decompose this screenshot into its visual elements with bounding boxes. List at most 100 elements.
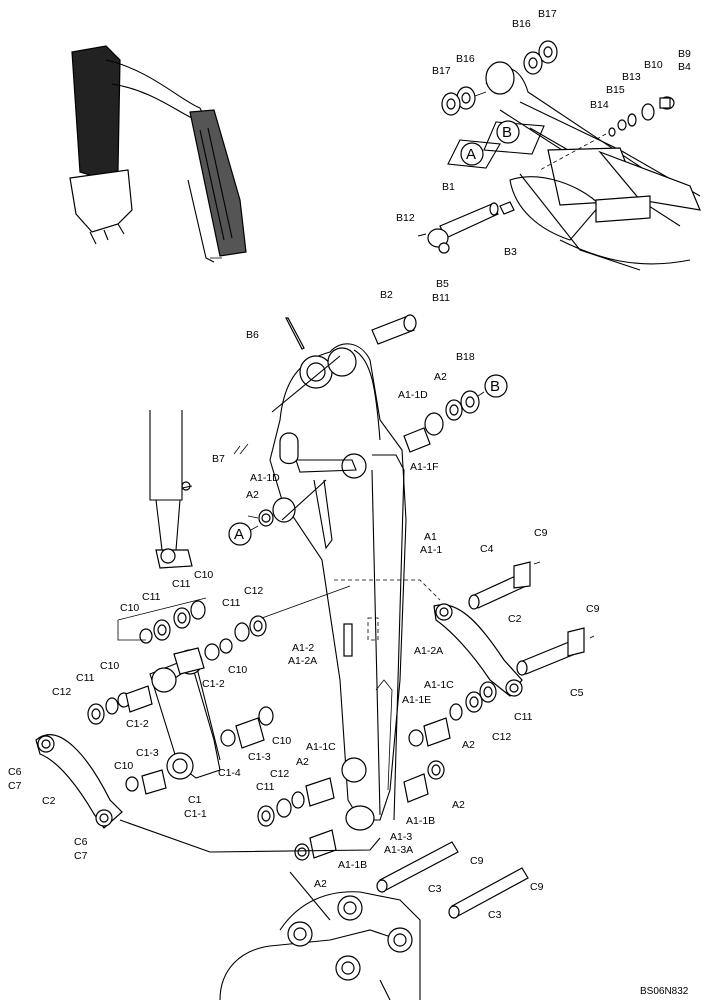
- label-C12: C12: [244, 585, 263, 597]
- label-A2: A2: [434, 371, 447, 383]
- label-C3: C3: [428, 883, 442, 895]
- label-B17: B17: [538, 8, 557, 20]
- label-A1-1C: A1-1C: [424, 679, 454, 691]
- label-B4: B4: [678, 61, 691, 73]
- link-C2-right: [433, 603, 523, 697]
- drawing-code: BS06N832: [640, 986, 689, 997]
- label-C11: C11: [514, 711, 533, 723]
- label-C6: C6: [74, 836, 88, 848]
- label-C1-1: C1-1: [184, 808, 207, 820]
- label-B1: B1: [442, 181, 455, 193]
- label-B16: B16: [456, 53, 475, 65]
- bucket-linkage-bottom: [219, 891, 421, 1000]
- arm-A1: [269, 343, 407, 831]
- label-A1-2A: A1-2A: [288, 655, 317, 667]
- label-C1-4: C1-4: [218, 767, 241, 779]
- callout-A-top: A: [466, 146, 476, 163]
- label-C2: C2: [42, 795, 56, 807]
- label-A2: A2: [296, 756, 309, 768]
- label-A1-1C: A1-1C: [306, 741, 336, 753]
- label-C10: C10: [228, 664, 247, 676]
- bushing-ring: [485, 61, 515, 95]
- label-B9: B9: [678, 48, 691, 60]
- label-C10: C10: [194, 569, 213, 581]
- label-C10: C10: [272, 735, 291, 747]
- pins-C4-C5: [468, 561, 595, 676]
- label-B7: B7: [212, 453, 225, 465]
- label-C2: C2: [508, 613, 522, 625]
- label-B2: B2: [380, 289, 393, 301]
- boom-end-assembly: [485, 61, 701, 271]
- label-C12: C12: [492, 731, 511, 743]
- label-C10: C10: [120, 602, 139, 614]
- arm-bushings: [233, 314, 480, 527]
- label-A2: A2: [314, 878, 327, 890]
- callout-markers-arm: B A: [228, 374, 508, 546]
- label-A1-1B: A1-1B: [338, 859, 367, 871]
- callout-B-right: B: [490, 378, 500, 395]
- label-C12: C12: [52, 686, 71, 698]
- label-B5: B5: [436, 278, 449, 290]
- label-C1-3: C1-3: [248, 751, 271, 763]
- label-A1-1F: A1-1F: [410, 461, 439, 473]
- label-C11: C11: [172, 578, 191, 590]
- label-C1-3: C1-3: [136, 747, 159, 759]
- label-B16: B16: [512, 18, 531, 30]
- link-C2-left: [35, 734, 123, 829]
- label-B12: B12: [396, 212, 415, 224]
- label-B15: B15: [606, 84, 625, 96]
- label-C11: C11: [76, 672, 95, 684]
- label-C10: C10: [100, 660, 119, 672]
- label-A1-1D: A1-1D: [250, 472, 280, 484]
- label-A1-2A: A1-2A: [414, 645, 443, 657]
- pins-C3: [376, 841, 529, 919]
- label-C1-2: C1-2: [126, 718, 149, 730]
- label-A2: A2: [452, 799, 465, 811]
- label-C6: C6: [8, 766, 22, 778]
- pin-B1: [417, 201, 515, 254]
- label-C1: C1: [188, 794, 202, 806]
- label-A1: A1: [424, 531, 437, 543]
- label-C7: C7: [8, 780, 22, 792]
- label-C7: C7: [74, 850, 88, 862]
- label-A2: A2: [246, 489, 259, 501]
- label-C10: C10: [114, 760, 133, 772]
- label-B10: B10: [644, 59, 663, 71]
- label-B13: B13: [622, 71, 641, 83]
- label-A1-3: A1-3: [390, 831, 412, 843]
- c-series-washers: [87, 600, 335, 827]
- label-C9: C9: [530, 881, 544, 893]
- upper-washers: [441, 40, 675, 171]
- label-A1-1: A1-1: [420, 544, 442, 556]
- part-labels: B17 B16 B17 B16 B9 B4 B10 B13 B15 B14 B1…: [8, 8, 691, 921]
- label-C11: C11: [142, 591, 161, 603]
- label-B14: B14: [590, 99, 609, 111]
- leader-lines: [117, 579, 441, 921]
- label-B17: B17: [432, 65, 451, 77]
- label-A1-1D: A1-1D: [398, 389, 428, 401]
- excavator-overview-figure: [69, 45, 247, 263]
- label-C9: C9: [586, 603, 600, 615]
- label-A1-1B: A1-1B: [406, 815, 435, 827]
- label-C5: C5: [570, 687, 584, 699]
- label-C3: C3: [488, 909, 502, 921]
- label-B3: B3: [504, 246, 517, 258]
- callout-markers-top: A B: [447, 120, 545, 169]
- callout-B-top: B: [502, 124, 512, 141]
- label-A1-1E: A1-1E: [402, 694, 431, 706]
- label-C12: C12: [270, 768, 289, 780]
- label-C9: C9: [534, 527, 548, 539]
- label-A2: A2: [462, 739, 475, 751]
- label-C11: C11: [222, 597, 241, 609]
- label-C1-2: C1-2: [202, 678, 225, 690]
- bucket-cylinder: [149, 410, 193, 569]
- label-C11: C11: [256, 781, 275, 793]
- label-B18: B18: [456, 351, 475, 363]
- callout-A-left: A: [234, 526, 244, 543]
- label-B6: B6: [246, 329, 259, 341]
- label-A1-2: A1-2: [292, 642, 314, 654]
- label-A1-3A: A1-3A: [384, 844, 413, 856]
- label-B11: B11: [432, 292, 450, 304]
